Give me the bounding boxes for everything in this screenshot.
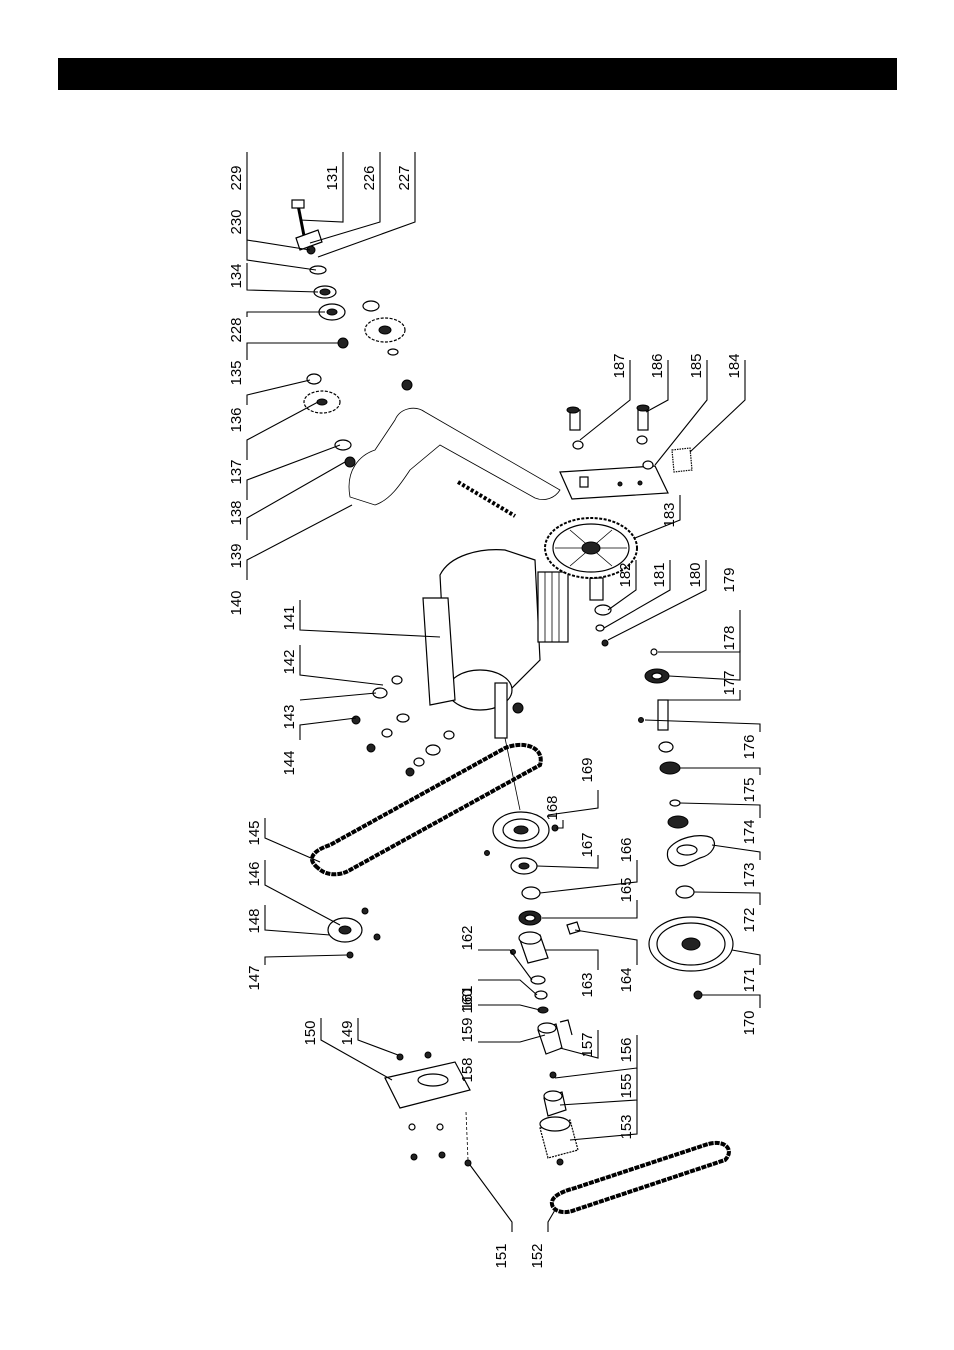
callout-163: 163 [579, 972, 596, 997]
v-belt-145 [312, 745, 541, 874]
callout-137: 137 [228, 459, 245, 484]
callout-182: 182 [617, 562, 634, 587]
callout-162: 162 [459, 925, 476, 950]
callout-138: 138 [228, 500, 245, 525]
shaft-159 [538, 1020, 572, 1078]
callout-173: 173 [741, 862, 758, 887]
callout-135: 135 [228, 360, 245, 385]
callout-156: 156 [618, 1037, 635, 1062]
callout-171: 171 [741, 967, 758, 992]
callout-230: 230 [228, 209, 245, 234]
callout-149: 149 [339, 1020, 356, 1045]
callout-153: 153 [618, 1114, 635, 1139]
callout-140: 140 [228, 590, 245, 615]
arm-173 [667, 836, 714, 866]
pulley-146 [328, 908, 380, 958]
callout-172: 172 [741, 907, 758, 932]
callout-131: 131 [324, 165, 341, 190]
callout-177: 177 [721, 670, 738, 695]
callout-185: 185 [688, 353, 705, 378]
callout-161: 161 [459, 985, 476, 1010]
callout-227: 227 [396, 165, 413, 190]
bearing-134-228 [314, 286, 348, 348]
upper-sprocket [363, 301, 412, 390]
callout-139: 139 [228, 543, 245, 568]
chain-guard-139 [349, 408, 560, 516]
callout-169: 169 [579, 757, 596, 782]
callout-178: 178 [721, 625, 738, 650]
callout-155: 155 [618, 1073, 635, 1098]
callout-145: 145 [246, 820, 263, 845]
callout-152: 152 [529, 1243, 546, 1268]
stepped-pulley-153 [540, 1091, 578, 1165]
callout-175: 175 [741, 777, 758, 802]
callout-165: 165 [618, 877, 635, 902]
callout-158: 158 [459, 1057, 476, 1082]
callout-143: 143 [281, 704, 298, 729]
callout-180: 180 [687, 562, 704, 587]
callout-134: 134 [228, 263, 245, 288]
callout-142: 142 [281, 649, 298, 674]
callout-164: 164 [618, 967, 635, 992]
callout-226: 226 [361, 165, 378, 190]
callout-228: 228 [228, 317, 245, 342]
callout-176: 176 [741, 734, 758, 759]
callout-labels: 229 131 226 227 230 134 228 135 136 137 … [228, 165, 758, 1268]
pulley-hub-stack [511, 858, 580, 934]
sprocket-136 [304, 374, 355, 467]
callout-168: 168 [544, 795, 561, 820]
callout-150: 150 [302, 1020, 319, 1045]
callout-187: 187 [611, 353, 628, 378]
shaft-182 [590, 578, 611, 646]
callout-146: 146 [246, 861, 263, 886]
callout-183: 183 [661, 502, 678, 527]
callout-144: 144 [281, 750, 298, 775]
callout-136: 136 [228, 407, 245, 432]
callout-167: 167 [579, 832, 596, 857]
callout-184: 184 [726, 353, 743, 378]
callout-186: 186 [649, 353, 666, 378]
callout-157: 157 [579, 1032, 596, 1057]
gear-stack-175 [639, 649, 689, 828]
belt-152 [552, 1143, 729, 1212]
large-pulley-171 [649, 886, 733, 999]
callout-148: 148 [246, 908, 263, 933]
callout-141: 141 [281, 605, 298, 630]
callout-181: 181 [651, 562, 668, 587]
bracket-plate-185 [560, 405, 692, 499]
callout-174: 174 [741, 819, 758, 844]
callout-170: 170 [741, 1010, 758, 1035]
callout-166: 166 [618, 837, 635, 862]
callout-179: 179 [721, 567, 738, 592]
spindle-sleeve-163 [511, 932, 549, 1013]
callout-147: 147 [246, 965, 263, 990]
top-shaft-assembly [292, 200, 326, 274]
callout-159: 159 [459, 1017, 476, 1042]
callout-151: 151 [493, 1243, 510, 1268]
motor-141 [423, 550, 568, 738]
callout-229: 229 [228, 165, 245, 190]
